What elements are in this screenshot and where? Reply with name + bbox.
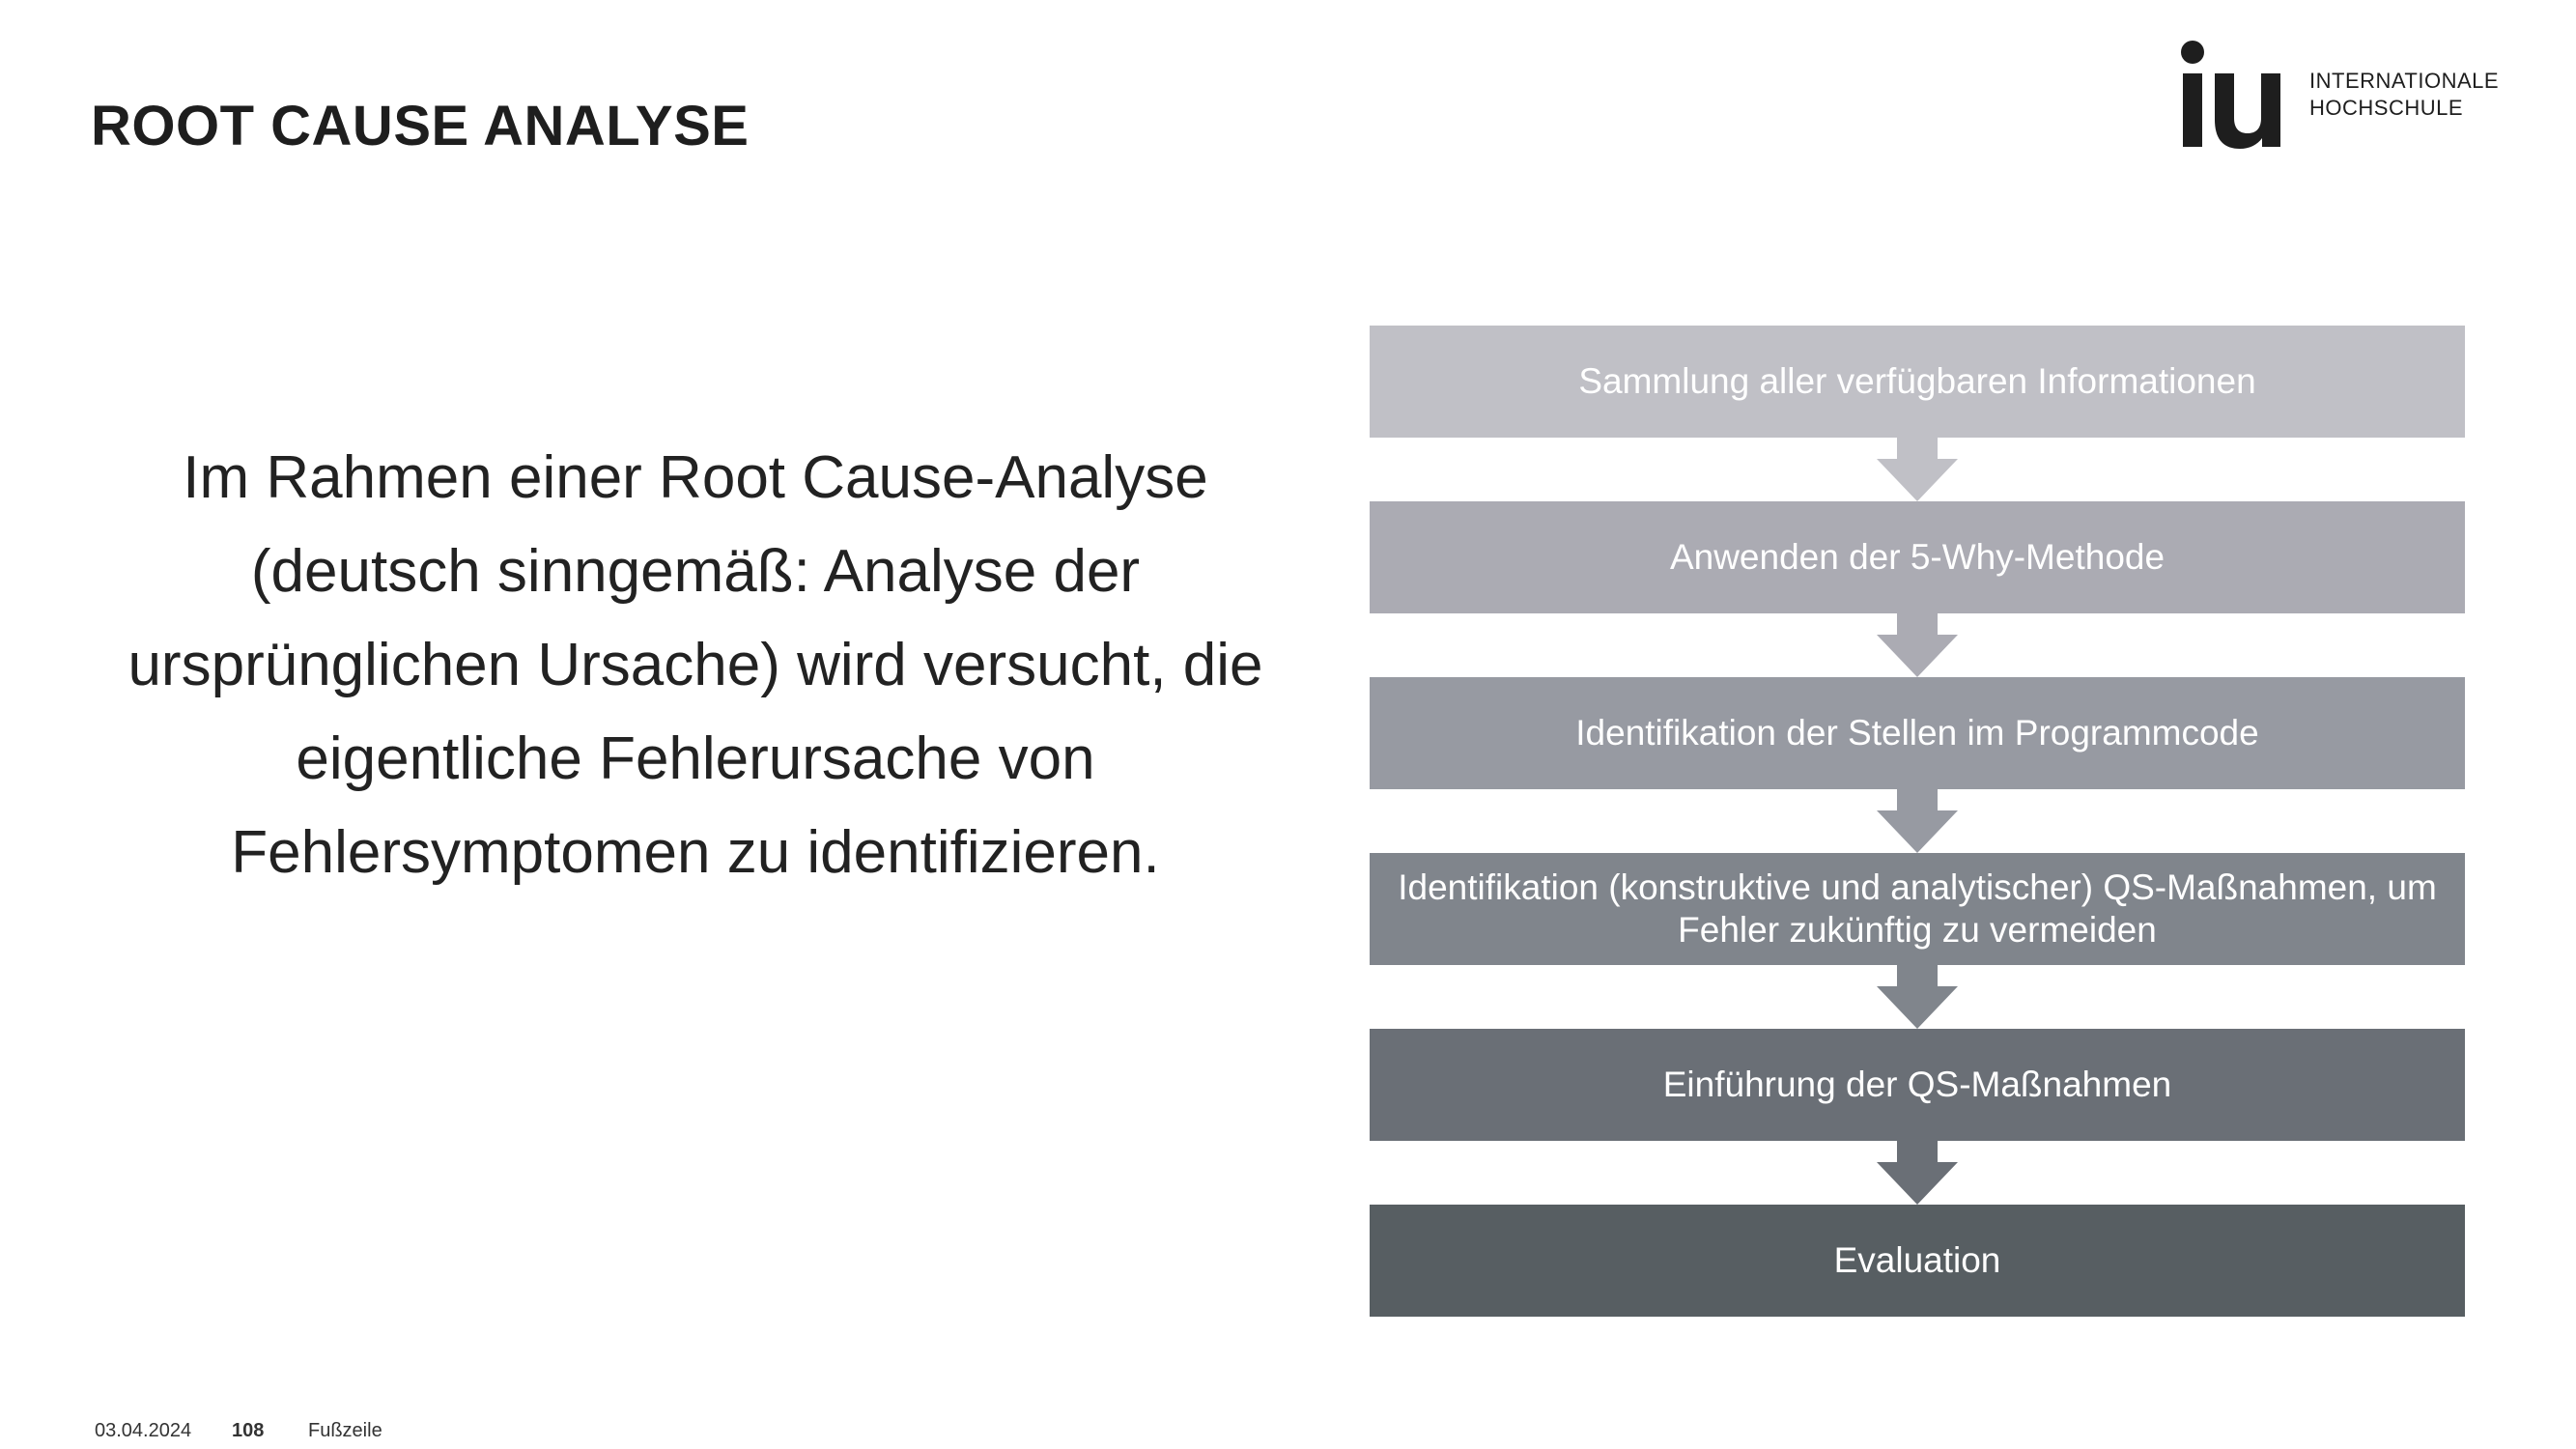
footer-date: 03.04.2024 xyxy=(95,1420,192,1441)
flow-arrow-down-icon xyxy=(1877,438,1958,501)
flow-arrow-down-icon xyxy=(1877,1141,1958,1205)
flow-step-5: Einführung der QS-Maßnahmen xyxy=(1370,1029,2465,1141)
flow-step-label: Identifikation (konstruktive und analyti… xyxy=(1398,867,2437,950)
slide-title: ROOT CAUSE ANALYSE xyxy=(91,95,750,157)
flow-step-label: Evaluation xyxy=(1833,1240,2001,1280)
iu-logo-mark-icon xyxy=(2181,41,2280,149)
footer-page-number: 108 xyxy=(232,1420,265,1441)
flow-step-3: Identifikation der Stellen im Programmco… xyxy=(1370,677,2465,789)
process-flow: Sammlung aller verfügbaren Informationen… xyxy=(1370,326,2465,1317)
flow-arrow-down-icon xyxy=(1877,789,1958,853)
flow-step-2: Anwenden der 5-Why-Methode xyxy=(1370,501,2465,613)
flow-step-label: Anwenden der 5-Why-Methode xyxy=(1669,537,2166,577)
flow-arrow-down-icon xyxy=(1877,613,1958,677)
flow-step-label: Einführung der QS-Maßnahmen xyxy=(1662,1065,2172,1104)
flow-step-4: Identifikation (konstruktive und analyti… xyxy=(1370,853,2465,965)
iu-logo: INTERNATIONALE HOCHSCHULE xyxy=(2176,39,2505,155)
logo-line-2: HOCHSCHULE xyxy=(2309,96,2464,120)
flow-step-6: Evaluation xyxy=(1370,1205,2465,1317)
intro-paragraph: Im Rahmen einer Root Cause-Analyse (deut… xyxy=(127,444,1263,886)
logo-line-1: INTERNATIONALE xyxy=(2309,69,2500,93)
flow-step-label: Identifikation der Stellen im Programmco… xyxy=(1575,713,2259,753)
logo-wordmark: INTERNATIONALE HOCHSCHULE xyxy=(2309,68,2499,122)
flow-arrow-down-icon xyxy=(1877,965,1958,1029)
footer-text: Fußzeile xyxy=(308,1420,382,1441)
flow-step-label: Sammlung aller verfügbaren Informationen xyxy=(1578,361,2256,401)
flow-step-1: Sammlung aller verfügbaren Informationen xyxy=(1370,326,2465,438)
